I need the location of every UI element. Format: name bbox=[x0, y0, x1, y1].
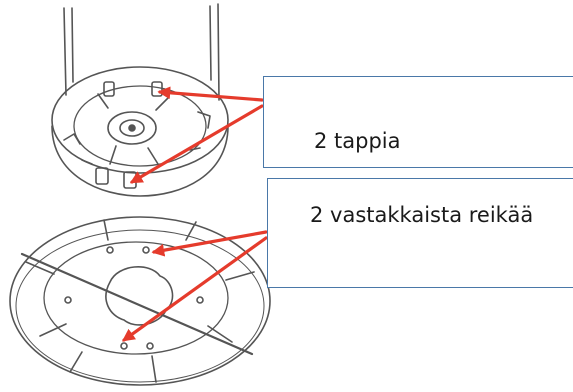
mounting-base bbox=[51, 3, 229, 197]
arrow-to-pin-2 bbox=[129, 104, 264, 184]
mounting-plate bbox=[9, 216, 271, 386]
callout-holes-label: 2 vastakkaista reikää bbox=[310, 203, 534, 227]
arrow-to-pin-1 bbox=[157, 86, 264, 102]
arrow-to-hole-2 bbox=[121, 236, 268, 342]
callout-pins: 2 tappia bbox=[263, 76, 573, 168]
arrows bbox=[121, 86, 268, 342]
callout-holes: 2 vastakkaista reikää bbox=[267, 178, 573, 288]
arrow-to-hole-1 bbox=[151, 230, 268, 257]
callout-pins-label: 2 tappia bbox=[314, 129, 401, 153]
